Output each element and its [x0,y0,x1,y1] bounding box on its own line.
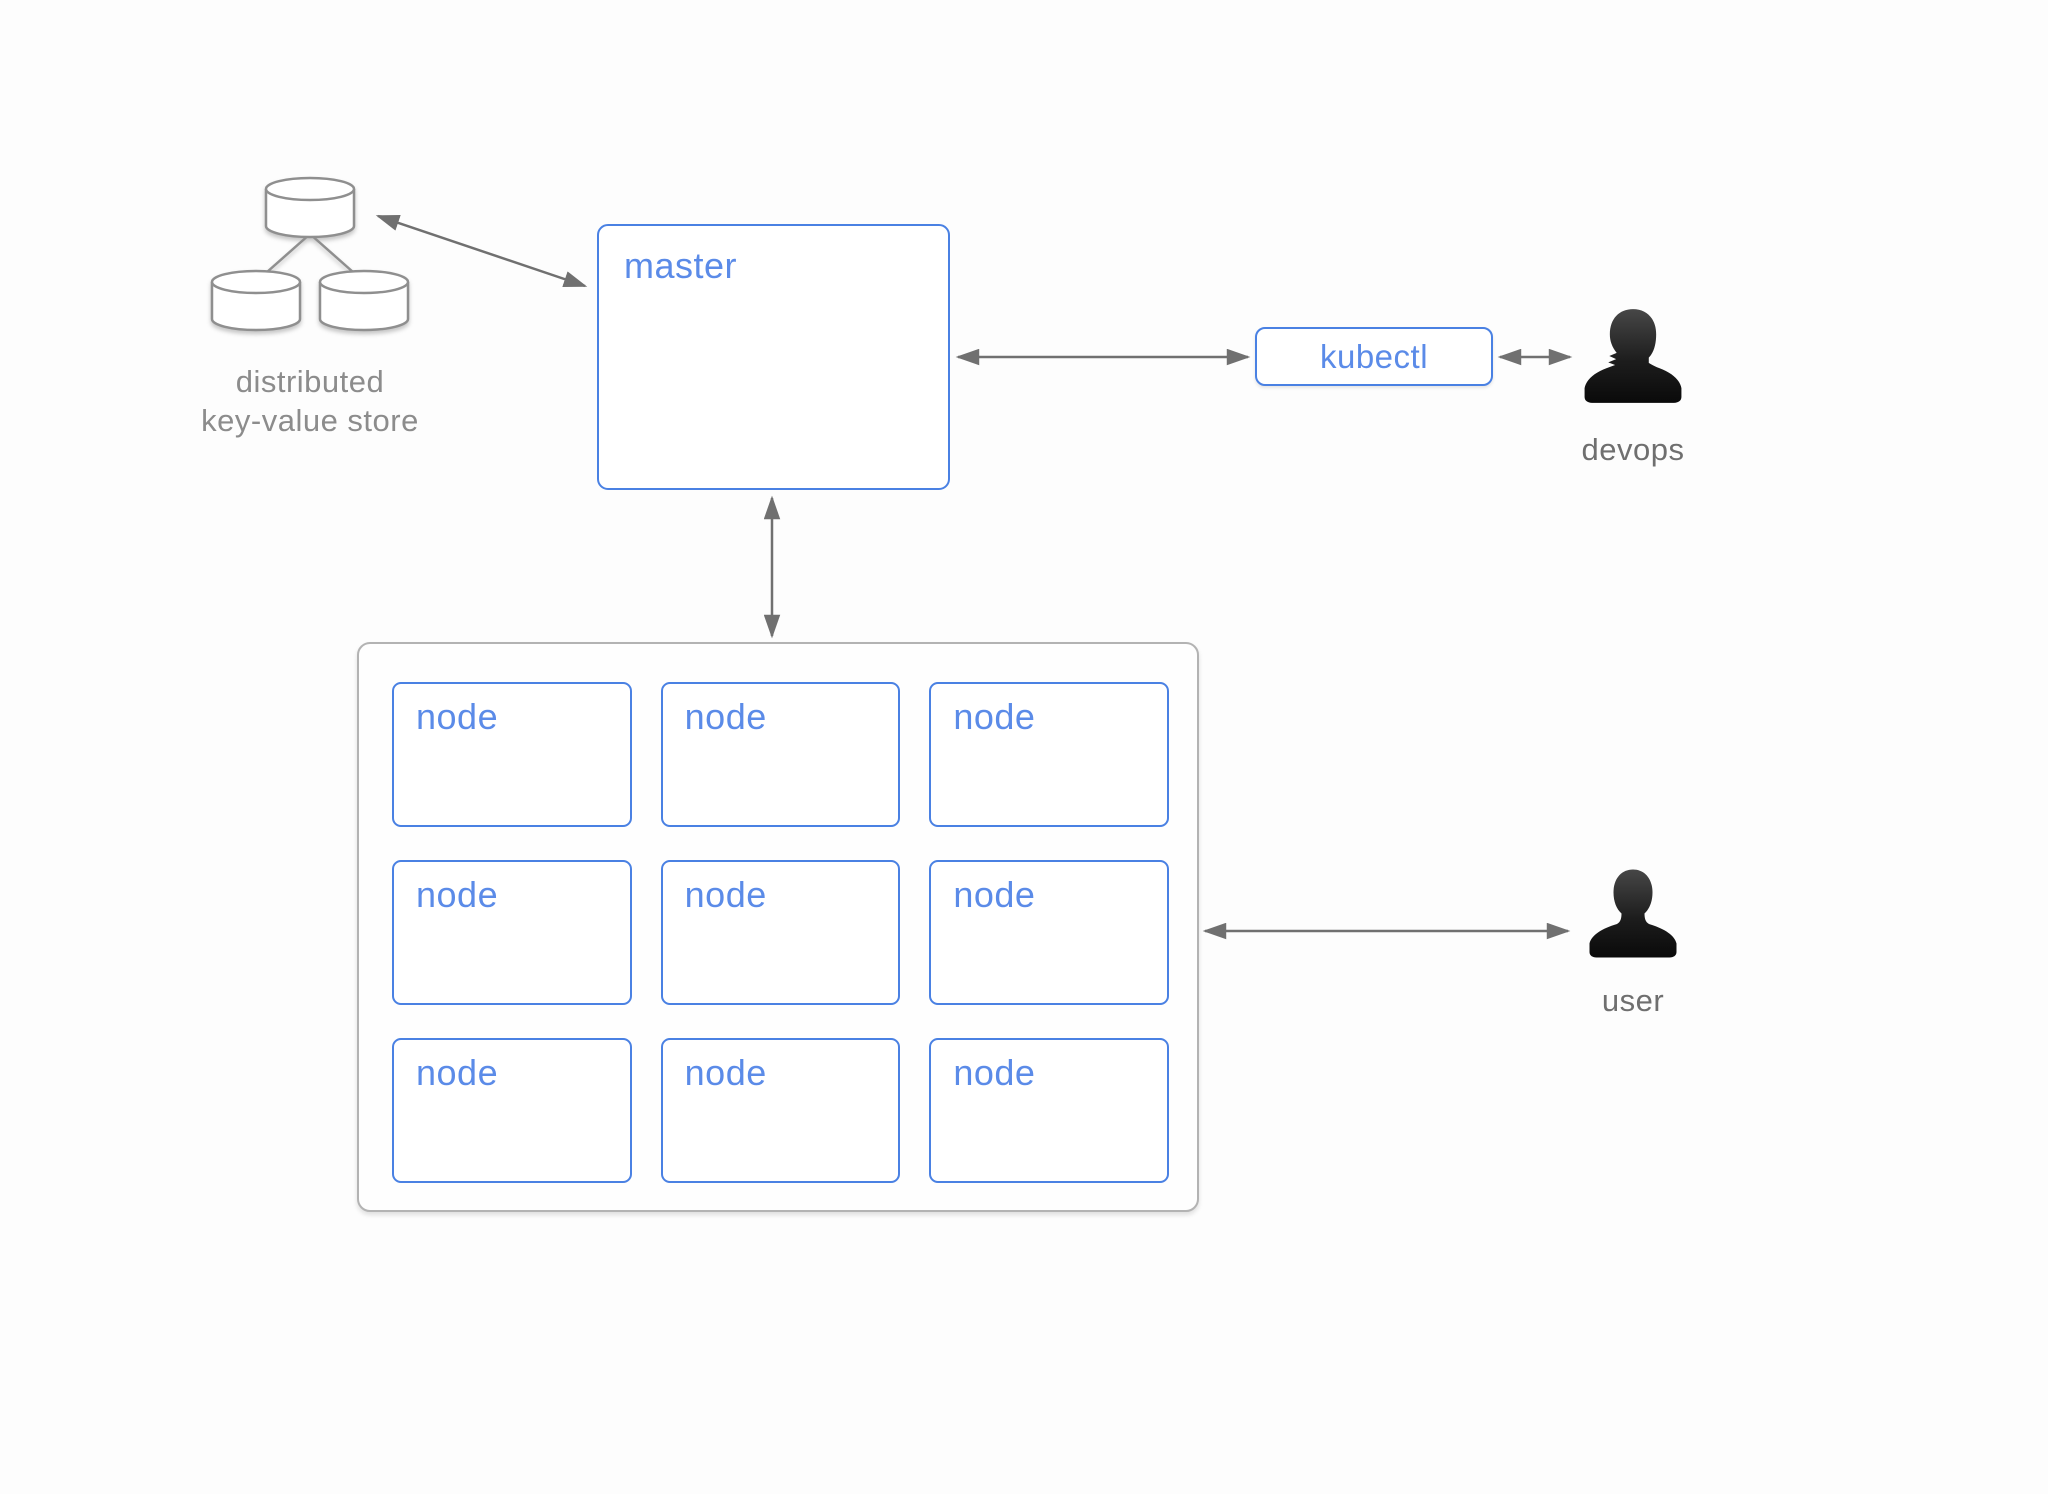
node-label: node [684,696,767,737]
node-box: node [660,860,901,1005]
master-box: master [597,224,950,490]
node-label: node [953,696,1036,737]
etcd-label-line2: key-value store [201,403,419,438]
kubectl-label: kubectl [1319,337,1429,375]
node-label: node [953,874,1036,915]
node-label: node [953,1052,1036,1093]
node-label: node [416,1052,499,1093]
node-label: node [416,874,499,915]
arrow-etcd-master [375,214,588,288]
node-label: node [684,1052,767,1093]
male-person-icon [1589,869,1677,958]
etcd-label-line1: distributed [235,364,385,399]
master-label: master [624,245,738,286]
kubectl-box: kubectl [1255,327,1493,386]
node-cluster: node node node node node node node node … [357,642,1199,1212]
user-label: user [1601,983,1665,1018]
node-label: node [416,696,499,737]
node-box: node [392,1038,632,1183]
node-box: node [392,860,632,1005]
node-box: node [392,682,632,827]
devops-label: devops [1581,432,1685,467]
etcd-label: distributed key-value store [110,362,510,440]
female-person-icon [1584,309,1682,403]
etcd-cluster [210,176,414,334]
devops-person: devops [1553,306,1713,468]
node-box: node [660,682,901,827]
user-person: user [1553,866,1713,1019]
node-box: node [660,1038,901,1183]
database-cluster-icon [210,176,410,332]
node-label: node [684,874,767,915]
node-box: node [929,682,1169,827]
node-box: node [929,860,1169,1005]
node-box: node [929,1038,1169,1183]
